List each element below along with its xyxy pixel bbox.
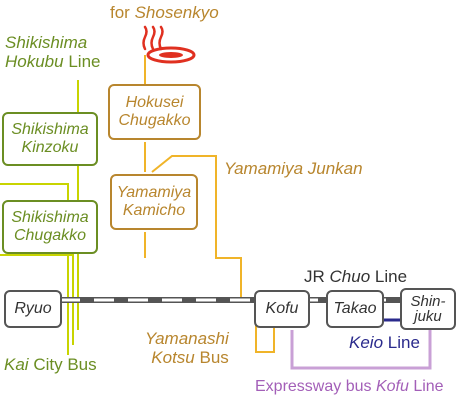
stop-yamamiya-kamicho[interactable]: Yamamiya Kamicho [110,174,198,230]
stop-label-line1: Yamamiya [116,183,192,201]
stop-shinjuku[interactable]: Shin- juku [400,288,456,330]
stop-ryuo[interactable]: Ryuo [4,290,62,328]
stop-label-line1: Hokusei [125,93,184,111]
hokubu-line-label: Shikishima Hokubu Line [5,33,101,71]
kai-city-bus-label: Kai City Bus [4,355,97,375]
expressway-bus-label: Expressway bus Kofu Line [255,378,444,396]
expressway-prefix: Expressway bus [255,378,372,395]
kai-italic: Kai [4,355,29,374]
stop-shikishima-kinzoku[interactable]: Shikishima Kinzoku [2,112,98,166]
yamanashi-kotsu-bus-label: Yamanashi Kotsu Bus [145,329,229,367]
jr-prefix: JR [304,267,325,286]
hokubu-line-suffix: Line [68,51,101,71]
stop-kofu[interactable]: Kofu [254,290,310,328]
stop-hokusei-chugakko[interactable]: Hokusei Chugakko [108,84,201,140]
shosenkyo-destination-label: for Shosenkyo [110,3,219,23]
kotsu-line1: Yamanashi [145,329,229,348]
expressway-name: Kofu [375,378,409,395]
expressway-bus-line [290,330,432,370]
yamamiya-junkan-line [151,155,242,297]
stop-label-line2: Kamicho [122,202,186,219]
keio-suffix: Line [387,333,420,352]
jr-chuo-line-label: JR Chuo Line [304,267,408,287]
stop-label-line1: Shikishima [11,208,89,226]
stop-takao[interactable]: Takao [326,290,384,328]
hokubu-line-name: Shikishima [5,33,88,52]
stop-label-line1: Shin- [410,293,446,310]
hot-spring-icon [142,25,196,64]
kotsu-line2-italic: Kotsu [151,347,195,367]
stop-label-line1: Shikishima [11,120,89,138]
shosenkyo-name: Shosenkyo [134,3,219,22]
stop-label-line2: Chugakko [13,227,87,244]
kai-city-bus-line-b [0,254,74,345]
stop-label: Takao [333,299,377,317]
stop-label-line2: juku [414,308,442,325]
expressway-suffix: Line [413,378,444,395]
jr-suffix: Line [374,267,408,286]
stop-label-line2: Kinzoku [21,139,79,156]
jr-name: Chuo [329,267,371,286]
kai-suffix: City Bus [33,355,97,374]
stop-label: Kofu [265,299,299,317]
kotsu-line2-suffix: Bus [199,347,229,367]
stop-shikishima-chugakko[interactable]: Shikishima Chugakko [2,200,98,254]
yamamiya-junkan-label: Yamamiya Junkan [224,159,363,178]
keio-line-label: Keio Line [349,333,420,353]
keio-name: Keio [349,333,384,352]
hokubu-line-name-italic: Hokubu [5,51,64,71]
stop-label-line2: Chugakko [118,112,191,129]
shosenkyo-prefix: for [110,3,130,22]
stop-label: Ryuo [14,299,52,317]
